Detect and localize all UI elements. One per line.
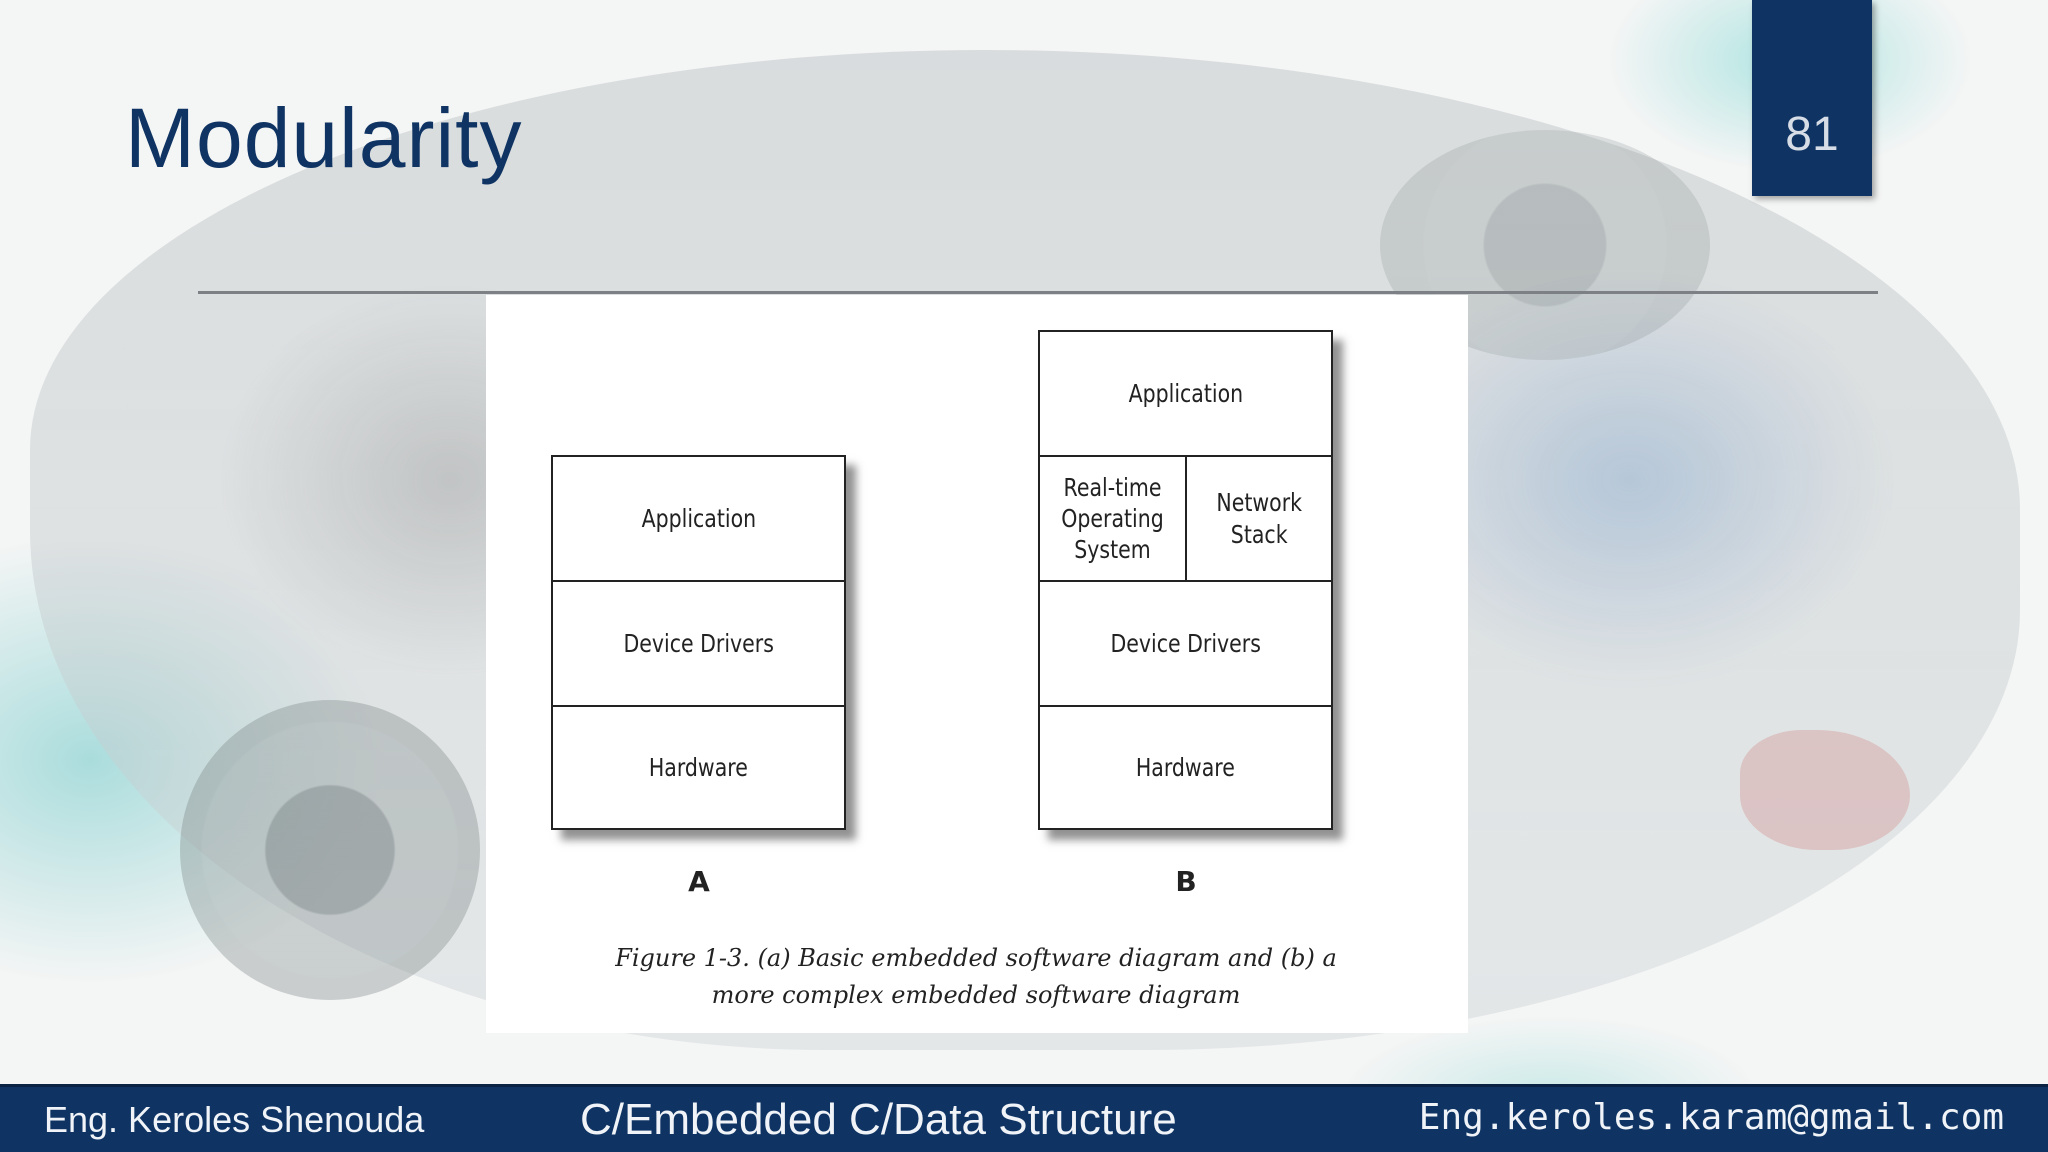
diagram-b-layer-device-drivers: Device Drivers xyxy=(1040,582,1331,707)
slide-title: Modularity xyxy=(125,91,523,185)
diagram-b-label: B xyxy=(1175,865,1197,898)
figure-caption-line: Figure 1-3. (a) Basic embedded software … xyxy=(615,944,1337,972)
diagram-a-stack: Application Device Drivers Hardware xyxy=(551,455,846,830)
diagram-b-layer-rtos: Real-time Operating System xyxy=(1061,472,1164,565)
page-number: 81 xyxy=(1785,108,1839,161)
car-wheel-illustration xyxy=(180,700,480,1000)
diagram-b-middle-layer: Real-time Operating System Network Stack xyxy=(1040,457,1331,582)
diagram-a-label: A xyxy=(688,865,710,898)
figure-caption: Figure 1-3. (a) Basic embedded software … xyxy=(546,940,1406,1014)
diagram-a-layer-application: Application xyxy=(553,457,844,582)
footer-course-title: C/Embedded C/Data Structure xyxy=(580,1095,1177,1144)
diagram-a-layer-hardware: Hardware xyxy=(649,752,748,782)
footer-bar: Eng. Keroles Shenouda C/Embedded C/Data … xyxy=(0,1084,2048,1152)
footer-email: Eng.keroles.karam@gmail.com xyxy=(1418,1097,2004,1138)
title-divider xyxy=(198,291,1878,294)
figure-caption-line: more complex embedded software diagram xyxy=(711,981,1241,1009)
footer-author: Eng. Keroles Shenouda xyxy=(44,1099,425,1140)
diagram-b-stack: Application Real-time Operating System N… xyxy=(1038,330,1333,830)
car-taillight-illustration xyxy=(1740,730,1910,850)
diagram-a-layer-device-drivers: Device Drivers xyxy=(553,582,844,707)
diagram-b-layer-network-stack: Network Stack xyxy=(1184,457,1332,580)
diagram-b-layer-hardware: Hardware xyxy=(1136,752,1235,782)
diagram-b-layer-application: Application xyxy=(1040,332,1331,457)
page-number-badge: 81 xyxy=(1752,0,1872,196)
figure-panel: Application Device Drivers Hardware A Ap… xyxy=(486,295,1468,1033)
